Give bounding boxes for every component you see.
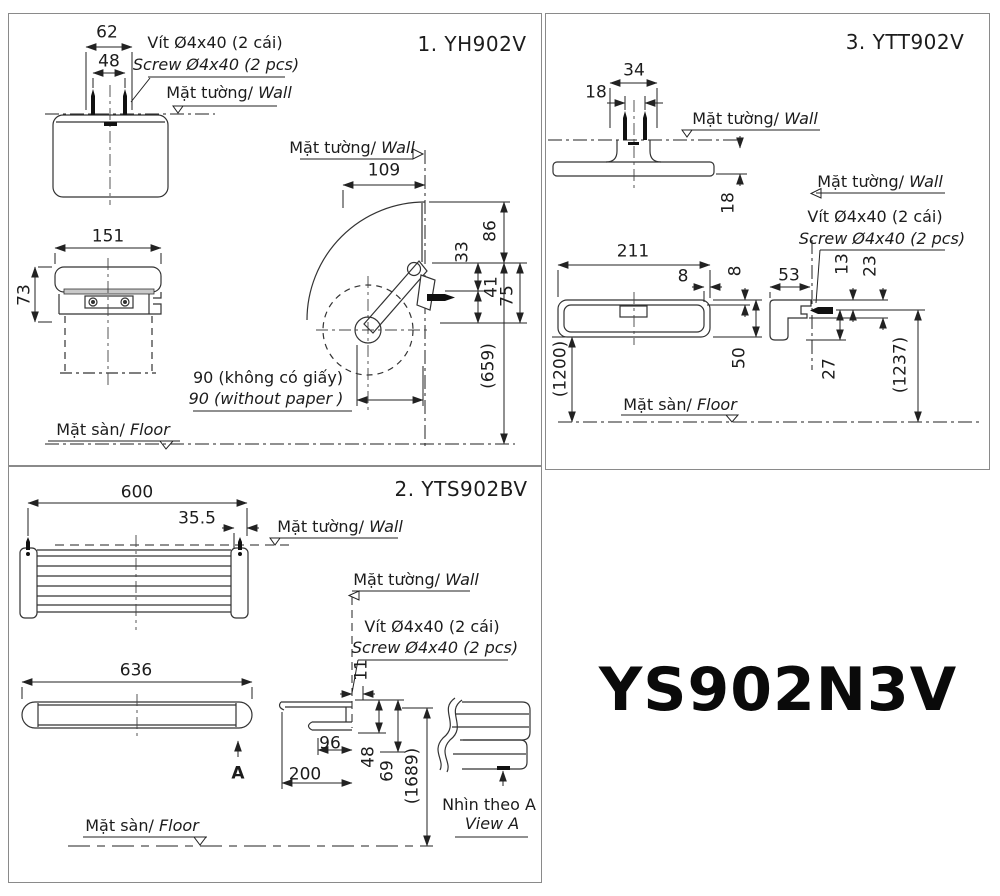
panel3-title: 3. YTT902V [845, 30, 965, 54]
dim-200: 200 [288, 764, 322, 785]
wall-label: Mặt tường/ Wall [277, 517, 403, 537]
dim-69: 69 [377, 760, 398, 782]
dim-109: 109 [367, 160, 401, 181]
dim-53: 53 [778, 265, 800, 286]
view-a-label-vi: Nhìn theo A [442, 795, 536, 815]
note-no-paper-en: 90 (without paper ) [188, 389, 344, 409]
dim-34: 34 [623, 60, 645, 81]
dim-1237: (1237) [890, 336, 911, 394]
panel-yts902bv [8, 466, 542, 883]
view-a-label-en: View A [464, 814, 520, 834]
screw-note-en: Screw Ø4x40 (2 pcs) [132, 55, 300, 75]
product-code: YS902N3V [598, 655, 958, 725]
wall-label: Mặt tường/ Wall [289, 138, 415, 158]
panel-yh902v [8, 13, 542, 466]
dim-23: 23 [860, 255, 881, 277]
dim-35-5: 35.5 [178, 508, 216, 529]
dim-86: 86 [480, 220, 501, 242]
floor-label: Mặt sàn/ Floor [56, 420, 170, 440]
dim-62: 62 [96, 22, 118, 43]
floor-label: Mặt sàn/ Floor [623, 395, 737, 415]
dim-18-thickness: 18 [718, 192, 739, 214]
screw-note-vi: Vít Ø4x40 (2 cái) [807, 207, 943, 227]
dim-211: 211 [616, 241, 650, 262]
wall-label: Mặt tường/ Wall [692, 109, 818, 129]
wall-label: Mặt tường/ Wall [817, 172, 943, 192]
dim-27: 27 [819, 358, 840, 380]
screw-note-vi: Vít Ø4x40 (2 cái) [147, 33, 283, 53]
dim-11: 11 [351, 659, 372, 681]
floor-label: Mặt sàn/ Floor [85, 816, 199, 836]
dim-8a: 8 [677, 266, 689, 287]
view-arrow-label: A [231, 763, 245, 784]
dim-18: 18 [585, 82, 607, 103]
panel1-title: 1. YH902V [417, 32, 527, 56]
dim-48: 48 [358, 746, 379, 768]
dim-1200: (1200) [550, 340, 571, 398]
dim-48: 48 [98, 51, 120, 72]
dim-96: 96 [319, 733, 341, 754]
dim-636: 636 [119, 660, 153, 681]
dim-659: (659) [478, 343, 499, 389]
dim-50: 50 [729, 347, 750, 369]
screw-note-vi: Vít Ø4x40 (2 cái) [364, 617, 500, 637]
wall-label: Mặt tường/ Wall [166, 83, 292, 103]
note-no-paper-vi: 90 (không có giấy) [192, 368, 344, 388]
dim-600: 600 [120, 482, 154, 503]
panel2-title: 2. YTS902BV [394, 477, 528, 501]
dim-151: 151 [91, 226, 125, 247]
dim-13: 13 [832, 253, 853, 275]
wall-label: Mặt tường/ Wall [353, 570, 479, 590]
dim-73: 73 [14, 284, 35, 306]
dim-1689: (1689) [402, 747, 423, 805]
dim-75: 75 [497, 285, 518, 307]
dim-33: 33 [452, 241, 473, 263]
screw-note-en: Screw Ø4x40 (2 pcs) [798, 229, 966, 249]
dim-8b: 8 [725, 265, 746, 277]
screw-note-en: Screw Ø4x40 (2 pcs) [351, 638, 519, 658]
